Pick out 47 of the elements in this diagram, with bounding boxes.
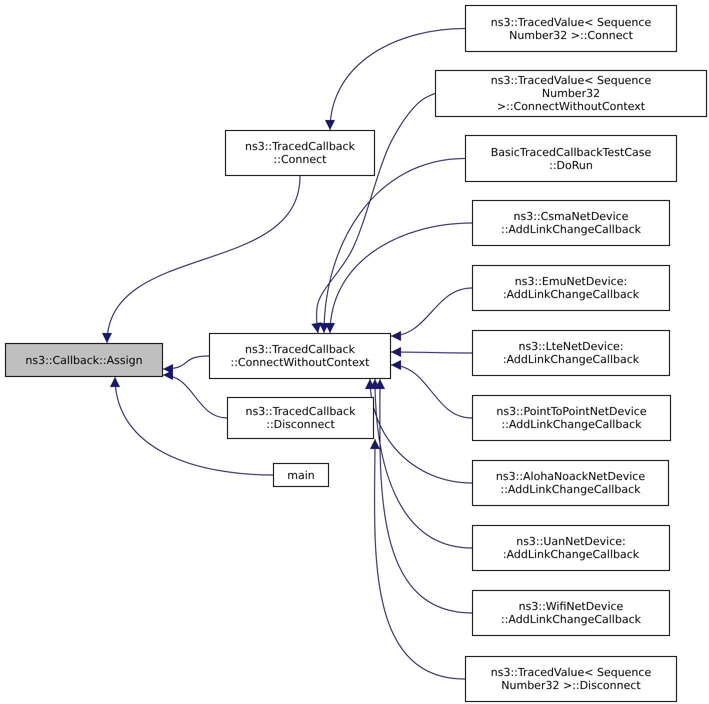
arrow (319, 158, 466, 334)
function-box (209, 333, 391, 379)
function-box (472, 265, 670, 311)
function-name: ns3::EmuNetDevice: :AddLinkChangeCallback (502, 275, 640, 301)
function-name: ns3::WifiNetDevice ::AddLinkChangeCallback (500, 600, 642, 626)
function-box (472, 330, 670, 376)
function-box (465, 5, 677, 52)
function-box (435, 70, 707, 117)
function-box (472, 395, 671, 441)
function-box (5, 343, 163, 377)
arrow (162, 371, 228, 418)
arrow (104, 176, 300, 344)
function-name: ns3::TracedCallback ::ConnectWithoutContext (230, 343, 370, 369)
function-box (225, 130, 375, 176)
function-name: ns3::TracedCallback ::Connect (244, 140, 356, 166)
arrow (311, 93, 436, 334)
arrow (390, 288, 472, 340)
function-name: main (287, 468, 315, 482)
arrow (326, 222, 472, 334)
function-name: ns3::PointToPointNetDevice ::AddLinkChangeCallback (495, 405, 648, 431)
function-name: ns3::TracedValue< Sequence Number32 >::ConnectWithoutContext (490, 74, 652, 113)
arrow (162, 356, 210, 374)
arrow (370, 438, 466, 680)
function-box (465, 135, 677, 182)
function-box (472, 460, 669, 506)
function-box (472, 200, 670, 246)
function-name: ns3::TracedCallback ::Disconnect (244, 405, 356, 431)
function-box (472, 590, 670, 636)
function-name: ns3::AlohaNoackNetDevice ::AddLinkChangeCallback (494, 470, 646, 496)
function-name: ns3::CsmaNetDevice ::AddLinkChangeCallback (500, 210, 642, 236)
arrow (390, 361, 472, 418)
arrow (390, 347, 472, 358)
arrow (110, 376, 274, 476)
arrow (366, 378, 472, 484)
function-name: ns3::TracedValue< Sequence Number32 >::Connect (490, 16, 652, 42)
function-name: BasicTracedCallbackTestCase ::DoRun (490, 146, 652, 172)
function-box (227, 397, 374, 439)
function-box (273, 463, 329, 487)
function-box (472, 525, 670, 571)
arrow (374, 378, 472, 614)
function-name: ns3::TracedValue< Sequence Number32 >::Disconnect (490, 666, 652, 692)
function-name: ns3::UanNetDevice: :AddLinkChangeCallback (502, 535, 640, 561)
arrow (370, 378, 472, 548)
function-name: ns3::LteNetDevice: :AddLinkChangeCallback (502, 340, 640, 366)
function-name: ns3::Callback::Assign (25, 354, 143, 366)
function-box (465, 656, 677, 702)
arrow (326, 28, 466, 130)
